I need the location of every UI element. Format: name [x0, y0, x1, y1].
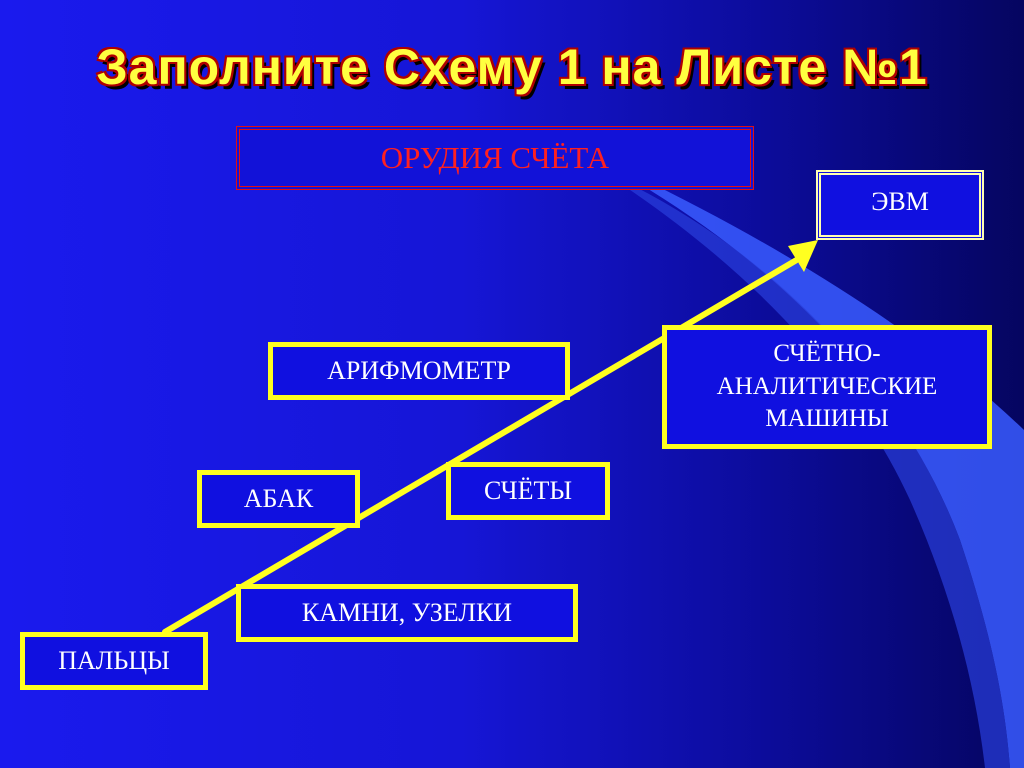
arrow-head: [788, 240, 818, 272]
header-box: ОРУДИЯ СЧЁТА: [236, 126, 754, 190]
header-label: ОРУДИЯ СЧЁТА: [380, 140, 610, 175]
tabulators-label-line3: МАШИНЫ: [765, 405, 889, 433]
arrow-shaft: [162, 255, 803, 635]
tabulators-box: СЧЁТНО- АНАЛИТИЧЕСКИЕ МАШИНЫ: [662, 325, 992, 449]
schety-box: СЧЁТЫ: [446, 462, 610, 520]
computer-box: ЭВМ: [816, 170, 984, 240]
abacus-label: АБАК: [243, 484, 314, 514]
tabulators-label-line2: АНАЛИТИЧЕСКИЕ: [716, 372, 938, 400]
stones-box: КАМНИ, УЗЕЛКИ: [236, 584, 578, 642]
schety-label: СЧЁТЫ: [483, 476, 573, 506]
arithmometer-box: АРИФМОМЕТР: [268, 342, 570, 400]
fingers-box: ПАЛЬЦЫ: [20, 632, 208, 690]
tabulators-label-line1: СЧЁТНО-: [773, 340, 881, 368]
abacus-box: АБАК: [197, 470, 360, 528]
computer-label: ЭВМ: [871, 187, 929, 216]
slide-title: Заполните Схему 1 на Листе №1: [96, 39, 928, 95]
fingers-label: ПАЛЬЦЫ: [58, 646, 170, 676]
stones-label: КАМНИ, УЗЕЛКИ: [301, 598, 513, 628]
arithmometer-label: АРИФМОМЕТР: [327, 356, 511, 386]
